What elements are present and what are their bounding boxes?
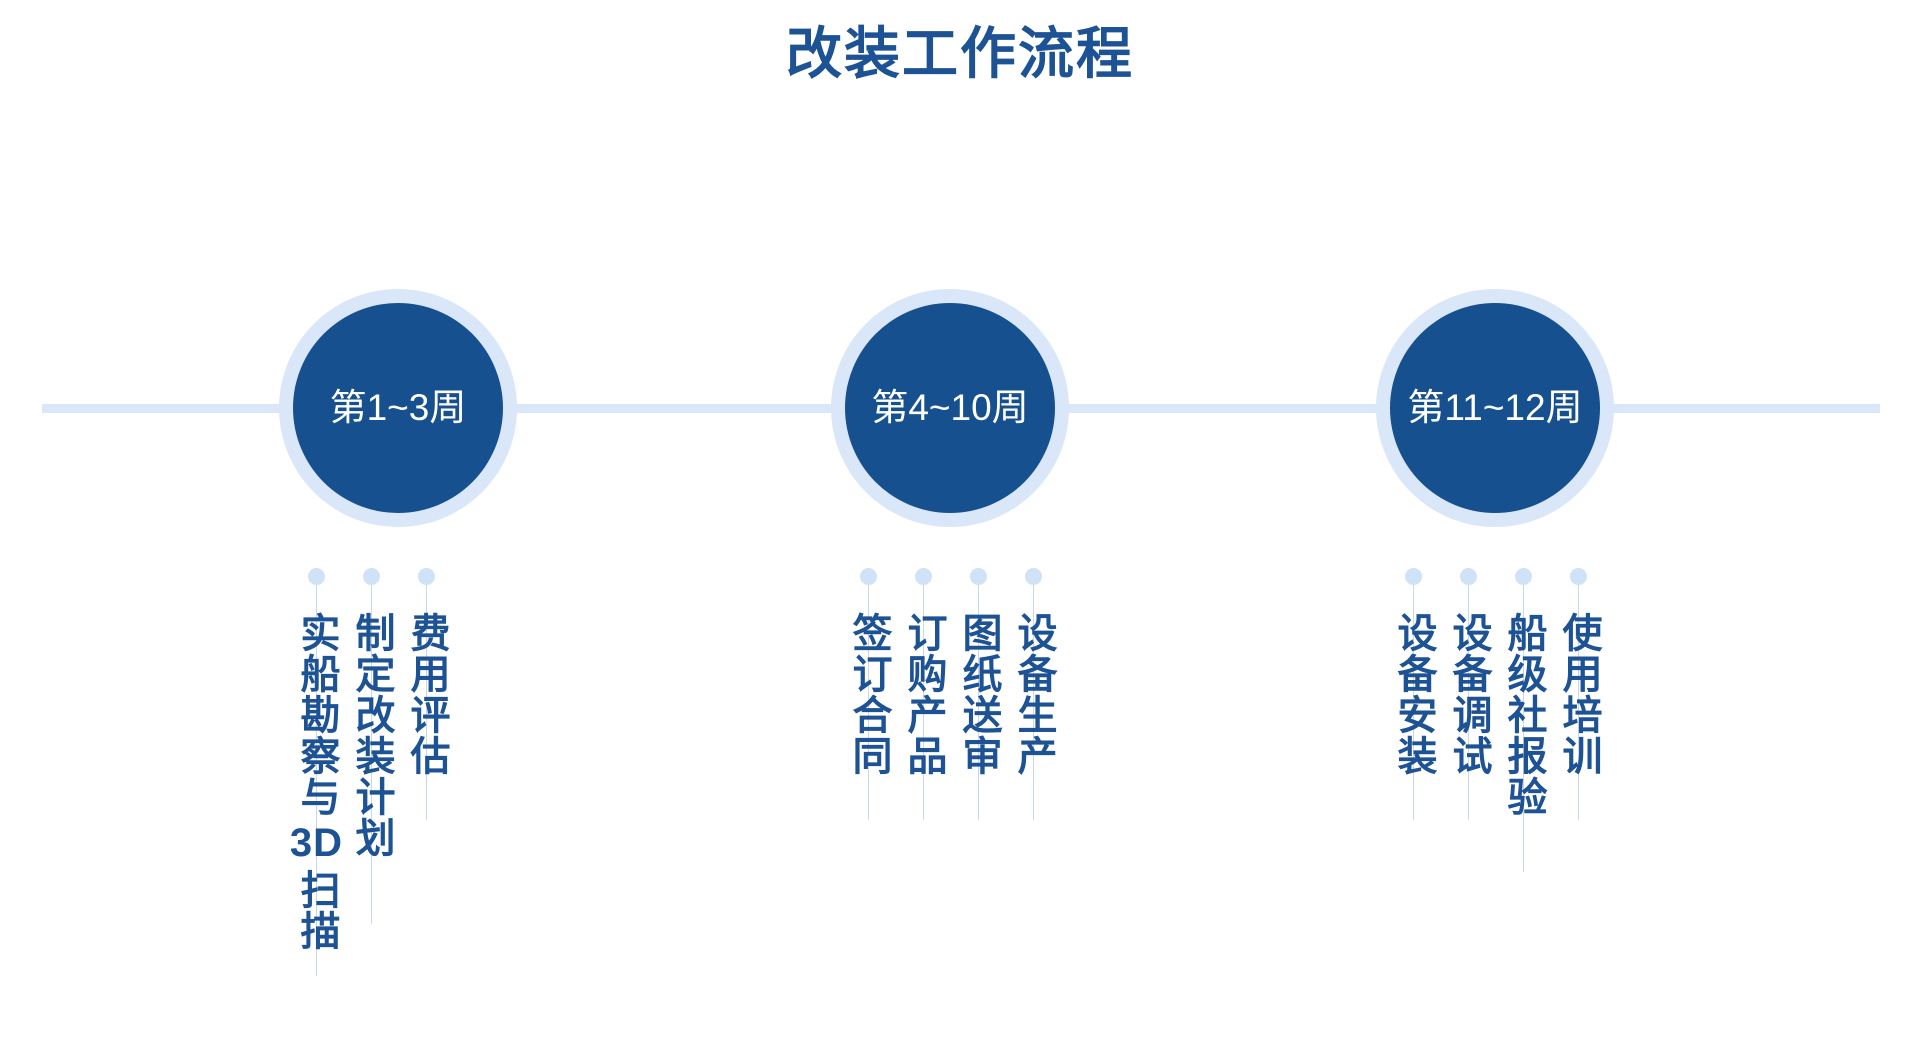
stage-node-disc: 第4~10周: [845, 303, 1055, 513]
stage-node-label: 第1~3周: [329, 387, 467, 428]
stage-node-3[interactable]: 第11~12周: [1376, 289, 1614, 527]
task-label: 船级社报验: [1501, 612, 1546, 817]
task-label: 订购产品: [901, 612, 946, 776]
task-bullet-dot-icon: [1405, 568, 1422, 585]
task-stem-line: [371, 585, 372, 924]
stage-task-list: 设备生产图纸送审订购产品签订合同: [841, 568, 1061, 820]
task-bullet-dot-icon: [970, 568, 987, 585]
task-column[interactable]: 设备调试: [1441, 568, 1496, 820]
stage-node-2[interactable]: 第4~10周: [831, 289, 1069, 527]
task-label: 制定改装计划: [349, 612, 394, 858]
page-title: 改装工作流程: [786, 22, 1134, 85]
stage-node-1[interactable]: 第1~3周: [279, 289, 517, 527]
stage-task-list: 费用评估制定改装计划实船勘察与3D扫描: [289, 568, 454, 976]
task-stem-line: [426, 585, 427, 820]
stage-task-list: 使用培训船级社报验设备调试设备安装: [1386, 568, 1606, 872]
task-stem-line: [1578, 585, 1579, 820]
task-column[interactable]: 实船勘察与3D扫描: [289, 568, 344, 976]
task-bullet-dot-icon: [363, 568, 380, 585]
task-stem-line: [1523, 585, 1524, 872]
task-label: 图纸送审: [956, 612, 1001, 776]
task-column[interactable]: 签订合同: [841, 568, 896, 820]
task-column[interactable]: 设备安装: [1386, 568, 1441, 820]
task-stem-line: [978, 585, 979, 820]
task-label: 签订合同: [846, 612, 891, 776]
task-stem-line: [1033, 585, 1034, 820]
task-bullet-dot-icon: [418, 568, 435, 585]
task-bullet-dot-icon: [915, 568, 932, 585]
task-bullet-dot-icon: [1460, 568, 1477, 585]
task-column[interactable]: 制定改装计划: [344, 568, 399, 924]
task-label: 实船勘察与3D扫描: [289, 612, 344, 951]
task-column[interactable]: 费用评估: [399, 568, 454, 820]
task-label: 设备调试: [1446, 612, 1491, 776]
task-stem-line: [1468, 585, 1469, 820]
task-stem-line: [868, 585, 869, 820]
task-label: 设备安装: [1391, 612, 1436, 776]
stage-node-label: 第11~12周: [1407, 387, 1583, 428]
task-column[interactable]: 设备生产: [1006, 568, 1061, 820]
task-column[interactable]: 船级社报验: [1496, 568, 1551, 872]
task-column[interactable]: 图纸送审: [951, 568, 1006, 820]
task-bullet-dot-icon: [308, 568, 325, 585]
task-label: 使用培训: [1556, 612, 1601, 776]
task-stem-line: [923, 585, 924, 820]
task-bullet-dot-icon: [1025, 568, 1042, 585]
task-stem-line: [1413, 585, 1414, 820]
stage-node-disc: 第11~12周: [1390, 303, 1600, 513]
task-bullet-dot-icon: [1570, 568, 1587, 585]
stage-node-label: 第4~10周: [871, 387, 1029, 428]
task-label: 设备生产: [1011, 612, 1056, 776]
task-column[interactable]: 使用培训: [1551, 568, 1606, 820]
task-bullet-dot-icon: [1515, 568, 1532, 585]
stage-node-disc: 第1~3周: [293, 303, 503, 513]
task-label-latin-run: 3D: [289, 821, 344, 865]
task-column[interactable]: 订购产品: [896, 568, 951, 820]
task-bullet-dot-icon: [860, 568, 877, 585]
task-label: 费用评估: [404, 612, 449, 776]
task-stem-line: [316, 585, 317, 976]
